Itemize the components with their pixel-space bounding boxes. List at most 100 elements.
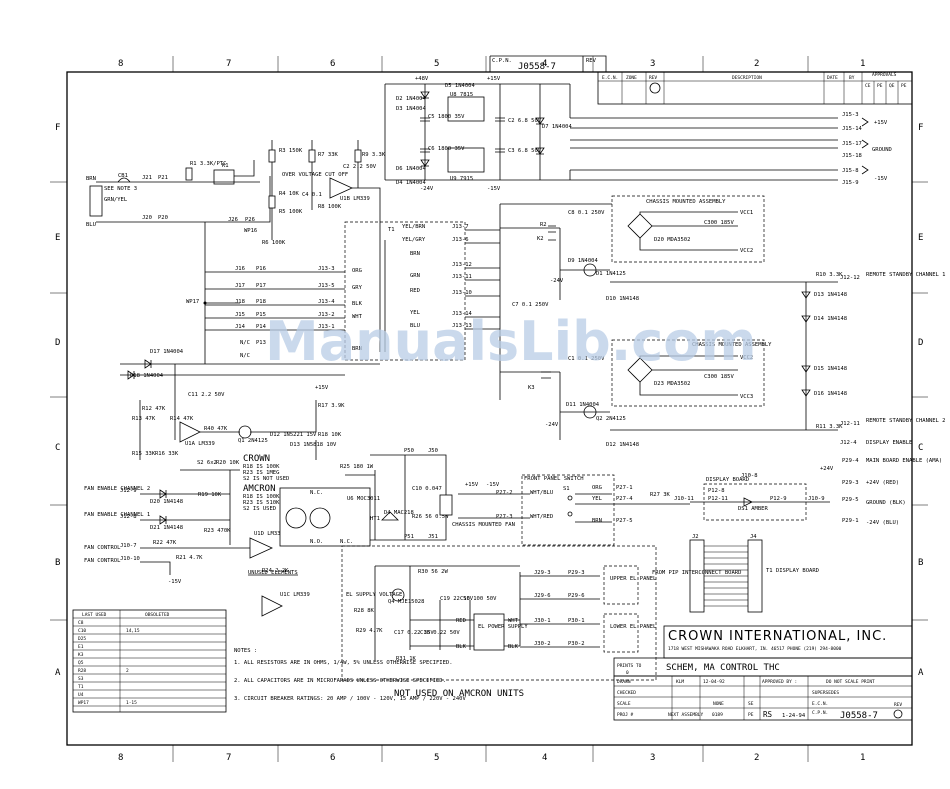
- p21-label: P21: [158, 175, 168, 181]
- crown-variant-title: CROWN: [243, 454, 270, 464]
- d20-fan-label: D20 1N4148: [150, 499, 183, 505]
- proj-label: PROJ #: [617, 712, 634, 718]
- plus48-label: +48V: [415, 76, 429, 82]
- r25-label: R25 180 1W: [340, 464, 374, 470]
- scale-label: SCALE: [617, 701, 631, 707]
- p30-1-label: P30-1: [568, 618, 585, 624]
- last-used-header: LAST USED: [82, 612, 107, 618]
- approvals-label: APPROVALS: [872, 72, 897, 78]
- d7-label: D7 1N4004: [542, 124, 572, 130]
- d21-label: D21 1N4148: [150, 525, 183, 531]
- r29-label: R29 4.7K: [356, 628, 383, 634]
- col-label-4-bottom: 4: [542, 753, 547, 763]
- fan-motor: [439, 494, 453, 516]
- r14-label: R14 47K: [170, 416, 194, 422]
- j29-6-label: J29-6: [534, 593, 551, 599]
- watermark: ManualsLib.com: [265, 310, 757, 373]
- note-2: 2. ALL CAPACITORS ARE IN MICROFARADS UNL…: [234, 678, 446, 684]
- t1-wire-brn: BRN: [410, 251, 420, 257]
- pe-date: 1-24-94: [782, 713, 806, 719]
- scale-value: NONE: [713, 701, 724, 707]
- j15-connectors: J15-3 J15-14 J15-17 J15-18 J15-8 J15-9 +…: [842, 112, 892, 186]
- r11-label: R11 3.3K: [816, 424, 843, 430]
- p12-9-label: P12-9: [770, 496, 787, 502]
- j21-label: J21: [142, 175, 152, 181]
- j13-5-label: J13-5: [318, 283, 335, 289]
- d18-label: D18 1N4004: [130, 373, 164, 379]
- u1a-label: U1A LM339: [185, 441, 215, 447]
- last-used-cell: R28: [78, 668, 86, 674]
- rev-header-description: DESCRIPTION: [732, 75, 762, 81]
- drawing-title: SCHEM, MA CONTROL THC: [666, 663, 780, 673]
- r13-label: R13 47K: [132, 416, 156, 422]
- j26-label: J26: [228, 217, 238, 223]
- t1-wire-yel: YEL: [410, 310, 421, 316]
- drawing-frame: [66, 71, 913, 746]
- amcron-variant-title: AMCRON: [243, 484, 276, 494]
- j50-label: J50: [428, 448, 438, 454]
- unused-elements: UNUSED ELEMENTS U1C LM339: [248, 570, 310, 617]
- j13-10-label: J13-10: [452, 290, 472, 296]
- j15-17-label: J15-17: [842, 141, 862, 147]
- p27-3-label: P27-3: [496, 514, 513, 520]
- col-label-2-bottom: 2: [754, 753, 759, 763]
- chassis-assembly-2: CHASSIS MOUNTED ASSEMBLY D23 MDA3502 C30…: [611, 339, 772, 407]
- fan-enable-ch2-label: FAN ENABLE CHANNEL 2: [84, 486, 150, 492]
- approved-by-label: APPROVED BY :: [762, 679, 797, 685]
- c6-label: C6 1800 35V: [428, 146, 465, 152]
- r26-label: R26 56 0.5W: [412, 514, 449, 520]
- transformer-t1: T1 YEL/BRN YEL/GRY BRN GRN RED YEL BLU J…: [344, 221, 500, 361]
- optocoupler-u6: [279, 487, 371, 547]
- not-used-amcron-label: NOT USED ON AMCRON UNITS: [394, 689, 524, 699]
- j13-6-label: J13-6: [452, 237, 469, 243]
- lower-el-panel: [603, 613, 639, 653]
- display-board-label: DISPLAY BOARD: [706, 477, 749, 483]
- last-used-cell: C8: [78, 620, 84, 626]
- switch-org: ORG: [592, 485, 602, 491]
- comparator-u1b: [329, 177, 353, 199]
- c7-label: C7 0.1 250V: [512, 302, 549, 308]
- row-label-f-right: F: [918, 123, 923, 133]
- p27-1-label: P27-1: [616, 485, 633, 491]
- p27-5-label: P27-5: [616, 518, 633, 524]
- connector-j2: [689, 539, 705, 613]
- j12-11-label: J12-11: [840, 421, 860, 427]
- p14-label: P14: [256, 324, 267, 330]
- transistor-q1: [238, 425, 252, 439]
- c3-label: C3 6.8 50V: [508, 148, 542, 154]
- p50-label: P50: [404, 448, 414, 454]
- q1-label: Q1 2N4125: [238, 438, 268, 444]
- j10-11-label: J10-11: [674, 496, 694, 502]
- wp17-label: WP17: [186, 299, 199, 305]
- front-panel-switch-label: FRONT PANEL SWITCH: [524, 476, 584, 482]
- fan-enable-ch1-label: FAN ENABLE CHANNEL 1: [84, 512, 150, 518]
- notes-title: NOTES :: [234, 648, 257, 654]
- vcc2-label-2: VCC2: [740, 355, 753, 361]
- j12-9-label: J12-9: [120, 488, 137, 494]
- el-wht-label: WHT: [508, 618, 519, 624]
- d10-label: D10 1N4148: [606, 296, 639, 302]
- p29-6-el-label: P29-6: [568, 593, 585, 599]
- j13-11-label: J13-11: [452, 274, 472, 280]
- upper-el-panel: [603, 565, 639, 605]
- display-enable-label: DISPLAY ENABLE: [866, 440, 912, 446]
- c2-label: C2 6.8 50V: [508, 118, 542, 124]
- cpn-label: C.P.N.: [812, 710, 828, 716]
- last-used-cell: K3: [78, 652, 84, 658]
- t1-wire-brn-left: BRN: [352, 346, 362, 352]
- r28-label: R28 8K: [354, 608, 375, 614]
- column-labels-bottom: 8 7 6 5 4 3 2 1: [118, 753, 865, 763]
- p29-1-label: P29-1: [842, 518, 859, 524]
- r20-label: R20 10K: [216, 460, 240, 466]
- pip-interconnect: J2 J4 FROM PIP INTERCONNECT BOARD T1 DIS…: [652, 534, 819, 613]
- d4-label: D4 1N4004: [396, 180, 426, 186]
- transistor-d1: [583, 263, 597, 277]
- comparator-u1d: [249, 537, 273, 559]
- col-label-2: 2: [754, 59, 759, 69]
- j10-10-label: J10-10: [120, 556, 140, 562]
- remote-standby-ch2-label: REMOTE STANDBY CHANNEL 2: [866, 418, 945, 424]
- rev-header-by: BY: [849, 75, 855, 81]
- crown-line-1: R18 IS 100K: [243, 464, 280, 470]
- approval-ce: CE: [865, 83, 871, 89]
- r19-label: R19 10K: [198, 492, 222, 498]
